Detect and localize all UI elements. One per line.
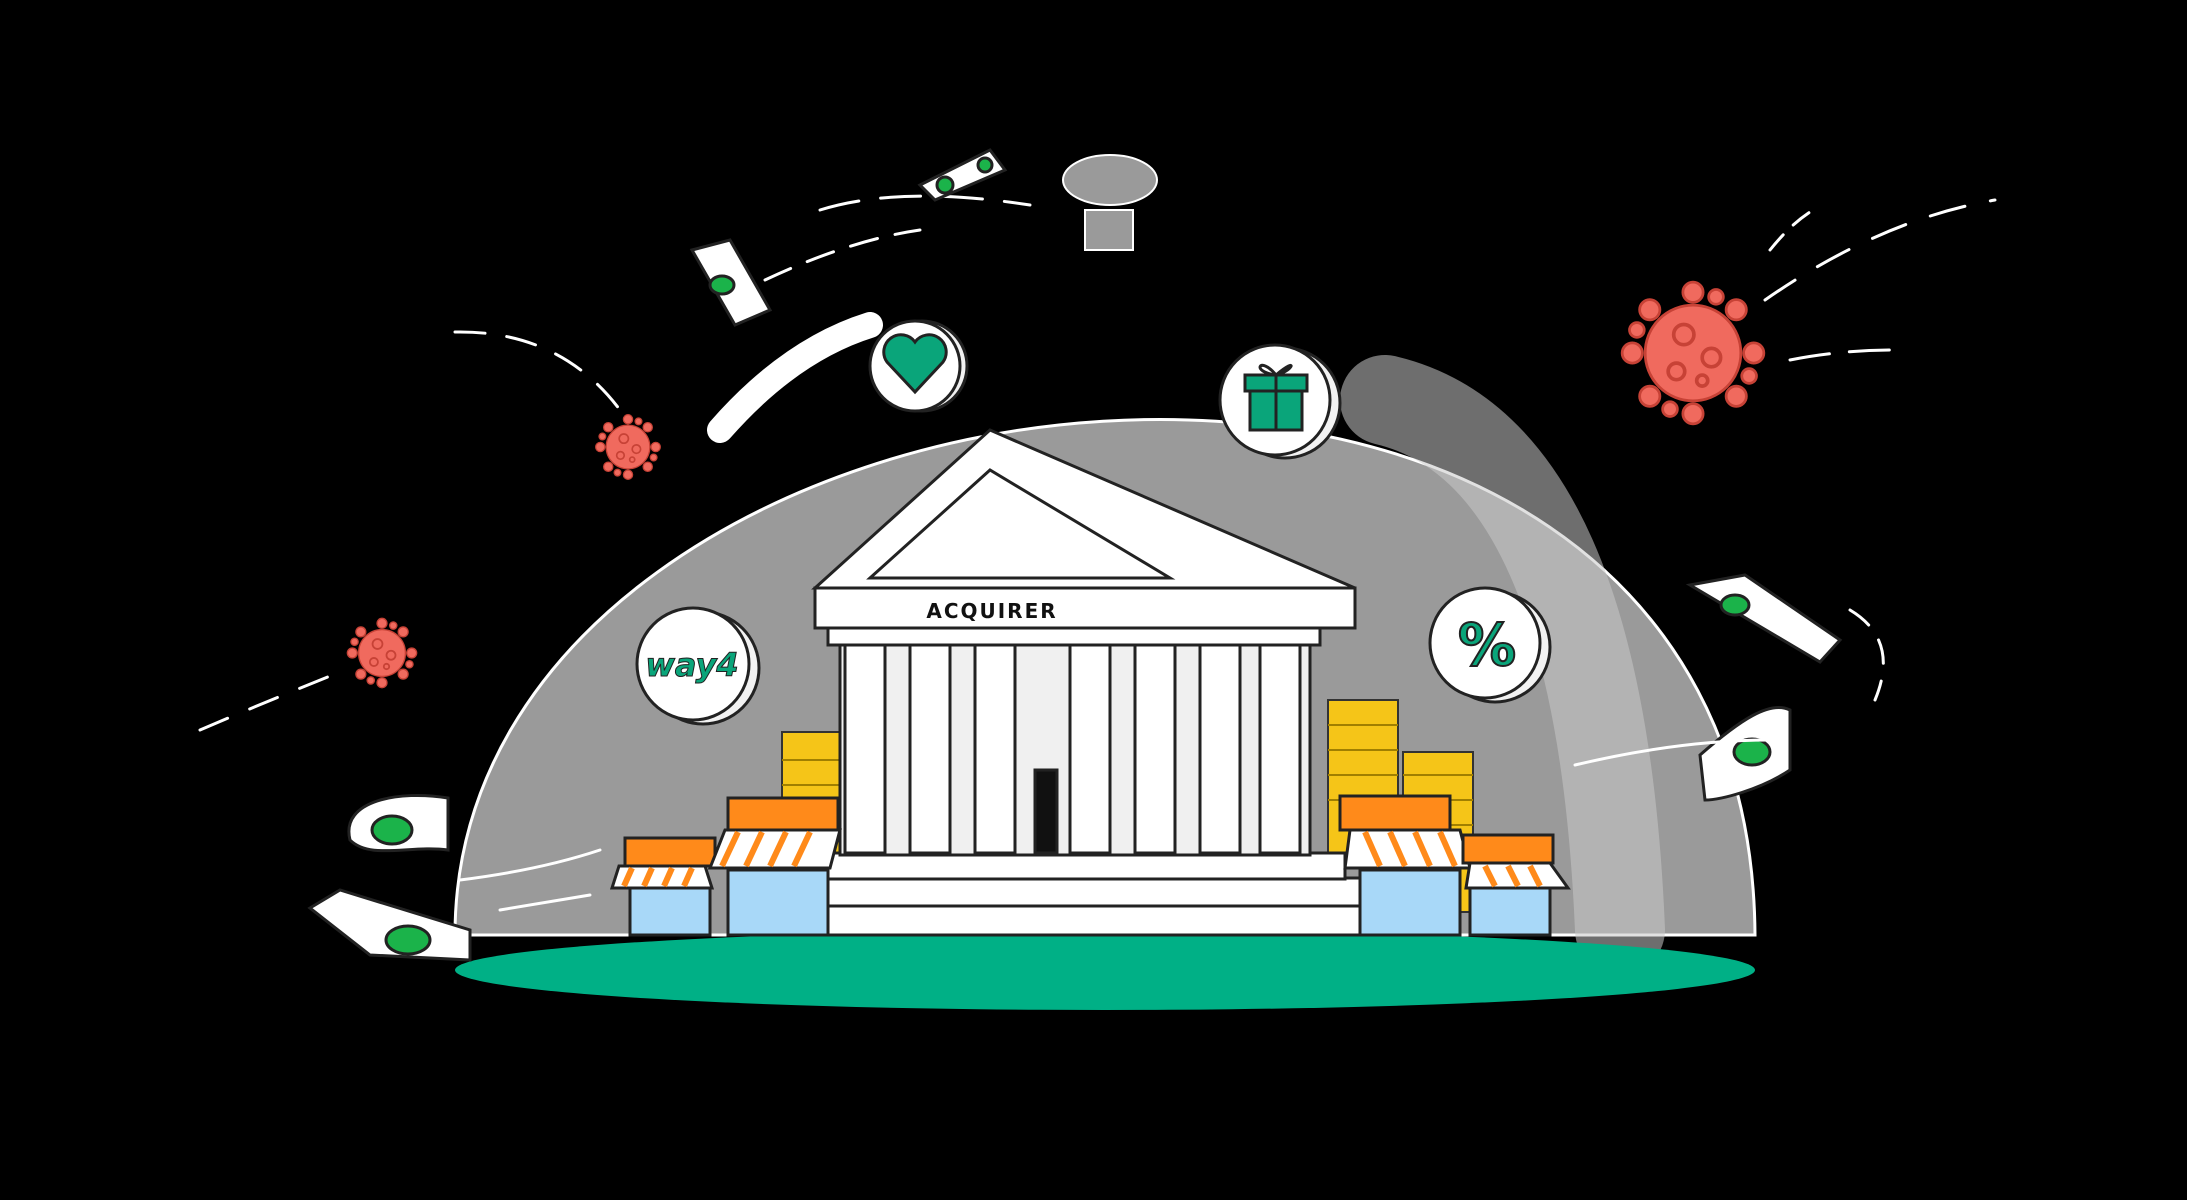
motion-lines <box>198 194 1997 732</box>
gift-badge <box>1218 343 1342 460</box>
shop-icon <box>609 796 842 937</box>
banknote-icon <box>917 148 1008 202</box>
virus-icon <box>346 617 418 689</box>
way4-logo: way4 <box>645 646 738 684</box>
bank-building <box>768 428 1397 937</box>
heart-badge <box>868 319 969 413</box>
heart-icon <box>882 333 948 395</box>
motion-lines-front <box>458 738 1772 912</box>
ground-plate <box>455 930 1755 1010</box>
banknote-icon <box>689 238 773 327</box>
gift-icon <box>1243 363 1309 432</box>
way4-badge: way4 <box>635 606 761 726</box>
banknote-icon <box>307 793 472 962</box>
percent-icon: % <box>1458 611 1516 679</box>
percent-badge: % <box>1428 586 1552 704</box>
building-label: ACQUIRER <box>926 599 1057 623</box>
banknote-icon <box>1685 573 1843 802</box>
virus-icon <box>594 413 662 481</box>
virus-icon <box>1620 280 1766 426</box>
